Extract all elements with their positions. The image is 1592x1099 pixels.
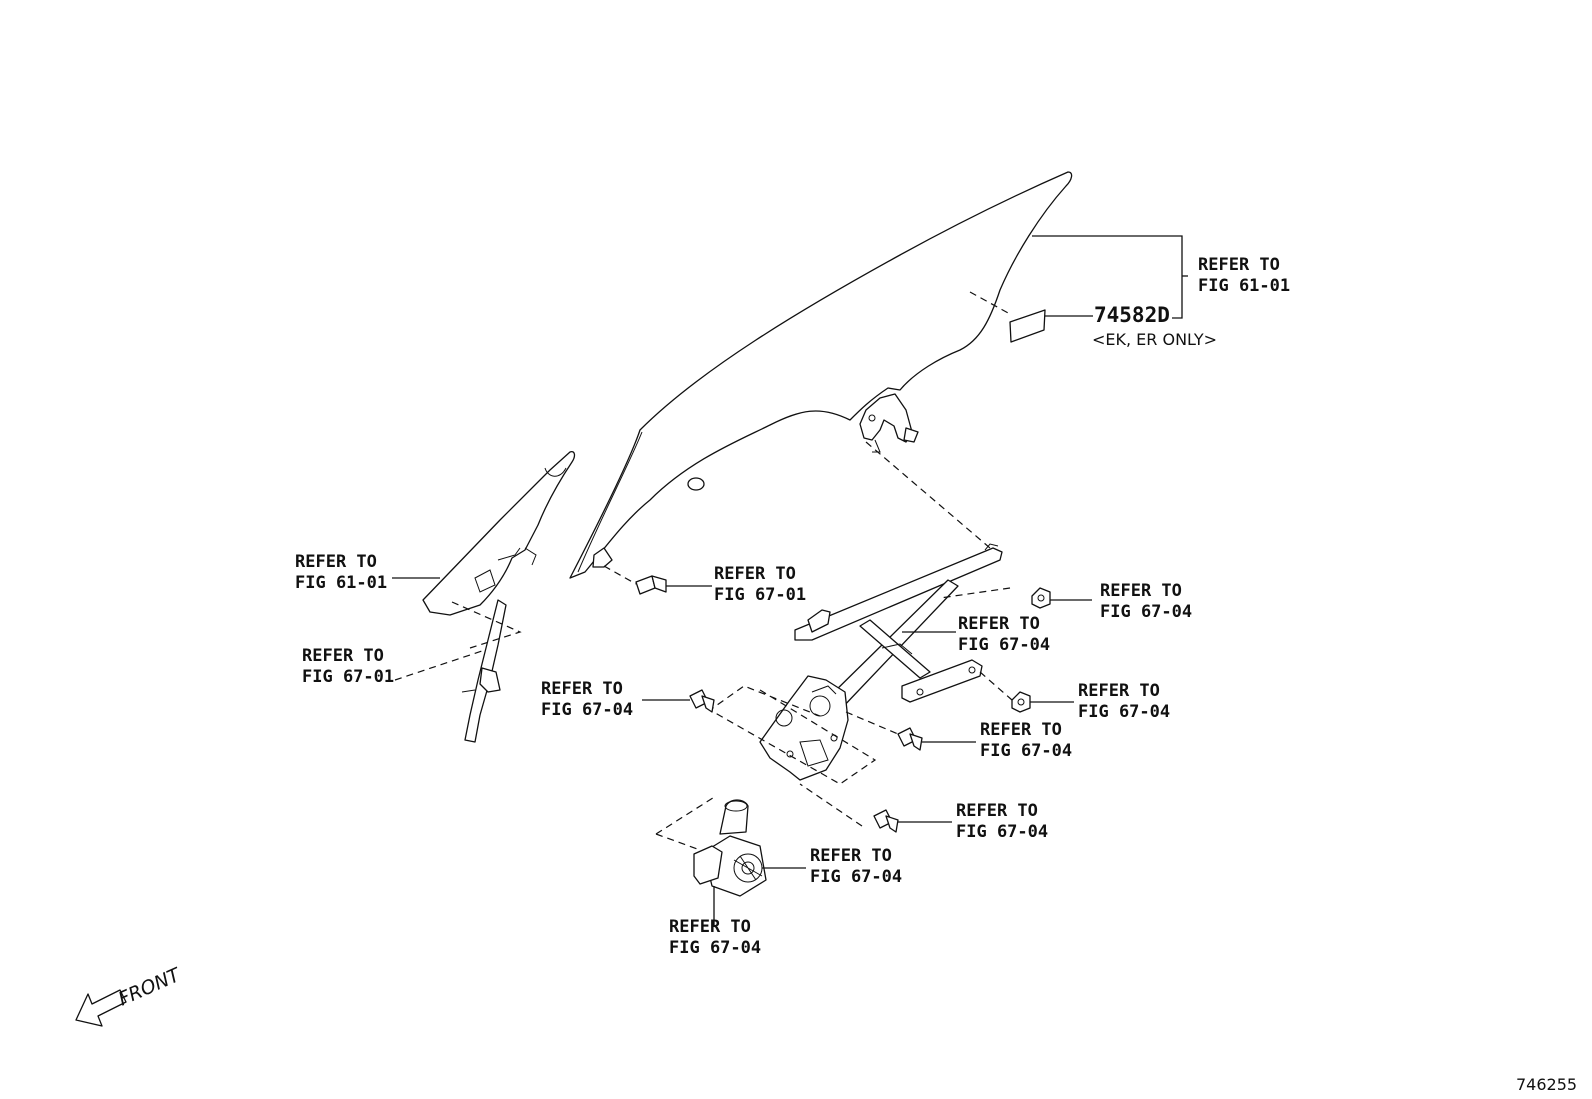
window-motor xyxy=(693,799,767,897)
callout-line2: FIG 61-01 xyxy=(1198,276,1290,296)
callout-line2: FIG 67-04 xyxy=(980,741,1072,761)
callout-side-bolt-ref: REFER TO FIG 67-04 xyxy=(541,679,633,720)
front-label: FRONT xyxy=(115,964,185,1011)
callout-line1: REFER TO xyxy=(980,720,1062,740)
callout-line1: REFER TO xyxy=(1100,581,1182,601)
callout-line1: REFER TO xyxy=(714,564,796,584)
callout-line2: FIG 67-04 xyxy=(958,635,1050,655)
callout-line2: FIG 67-04 xyxy=(1078,702,1170,722)
callout-line1: REFER TO xyxy=(1198,255,1280,275)
callout-rail-nut-ref: REFER TO FIG 67-04 xyxy=(1078,681,1170,722)
label-sticker xyxy=(969,291,1093,343)
rail-nut-icon xyxy=(1011,691,1031,713)
glass-bolt-icon xyxy=(635,575,667,595)
front-arrow-icon xyxy=(75,989,127,1027)
callout-line2: FIG 67-04 xyxy=(669,938,761,958)
callout-channel-ref: REFER TO FIG 67-01 xyxy=(302,646,394,687)
callout-line1: REFER TO xyxy=(958,614,1040,634)
figure-id: 746255 xyxy=(1516,1075,1577,1094)
callout-line2: FIG 67-04 xyxy=(541,700,633,720)
callout-line1: REFER TO xyxy=(1078,681,1160,701)
callout-line1: REFER TO xyxy=(669,917,751,937)
callout-line1: REFER TO xyxy=(295,552,377,572)
mid-bolt-icon xyxy=(897,727,923,751)
lower-bolt-icon xyxy=(873,809,899,833)
callout-glass-ref: REFER TO FIG 61-01 xyxy=(1198,255,1290,296)
callout-mid-bolt-ref: REFER TO FIG 67-04 xyxy=(980,720,1072,761)
callout-lower-bolt-ref: REFER TO FIG 67-04 xyxy=(956,801,1048,842)
quarter-glass xyxy=(422,450,576,616)
callout-quarter-glass-ref: REFER TO FIG 61-01 xyxy=(295,552,387,593)
window-regulator xyxy=(759,543,1003,781)
callout-line1: REFER TO xyxy=(810,846,892,866)
callout-line2: FIG 61-01 xyxy=(295,573,387,593)
part-note: <EK, ER ONLY> xyxy=(1092,330,1217,349)
callout-regulator-nut-ref: REFER TO FIG 67-04 xyxy=(1100,581,1192,622)
door-glass xyxy=(569,171,1073,579)
callout-line2: FIG 67-04 xyxy=(810,867,902,887)
callout-regulator-ref: REFER TO FIG 67-04 xyxy=(958,614,1050,655)
callout-line2: FIG 67-01 xyxy=(714,585,806,605)
callout-motor-gear-ref: REFER TO FIG 67-04 xyxy=(810,846,902,887)
callout-line1: REFER TO xyxy=(302,646,384,666)
callout-motor-ref: REFER TO FIG 67-04 xyxy=(669,917,761,958)
side-bolt-icon xyxy=(689,689,715,713)
callout-glass-bolt-ref: REFER TO FIG 67-01 xyxy=(714,564,806,605)
callout-line1: REFER TO xyxy=(956,801,1038,821)
door-channel xyxy=(461,547,521,743)
callout-line2: FIG 67-04 xyxy=(956,822,1048,842)
callout-line2: FIG 67-01 xyxy=(302,667,394,687)
regulator-nut-icon xyxy=(1031,587,1051,609)
callout-line1: REFER TO xyxy=(541,679,623,699)
callout-line2: FIG 67-04 xyxy=(1100,602,1192,622)
part-number: 74582D xyxy=(1094,303,1170,327)
